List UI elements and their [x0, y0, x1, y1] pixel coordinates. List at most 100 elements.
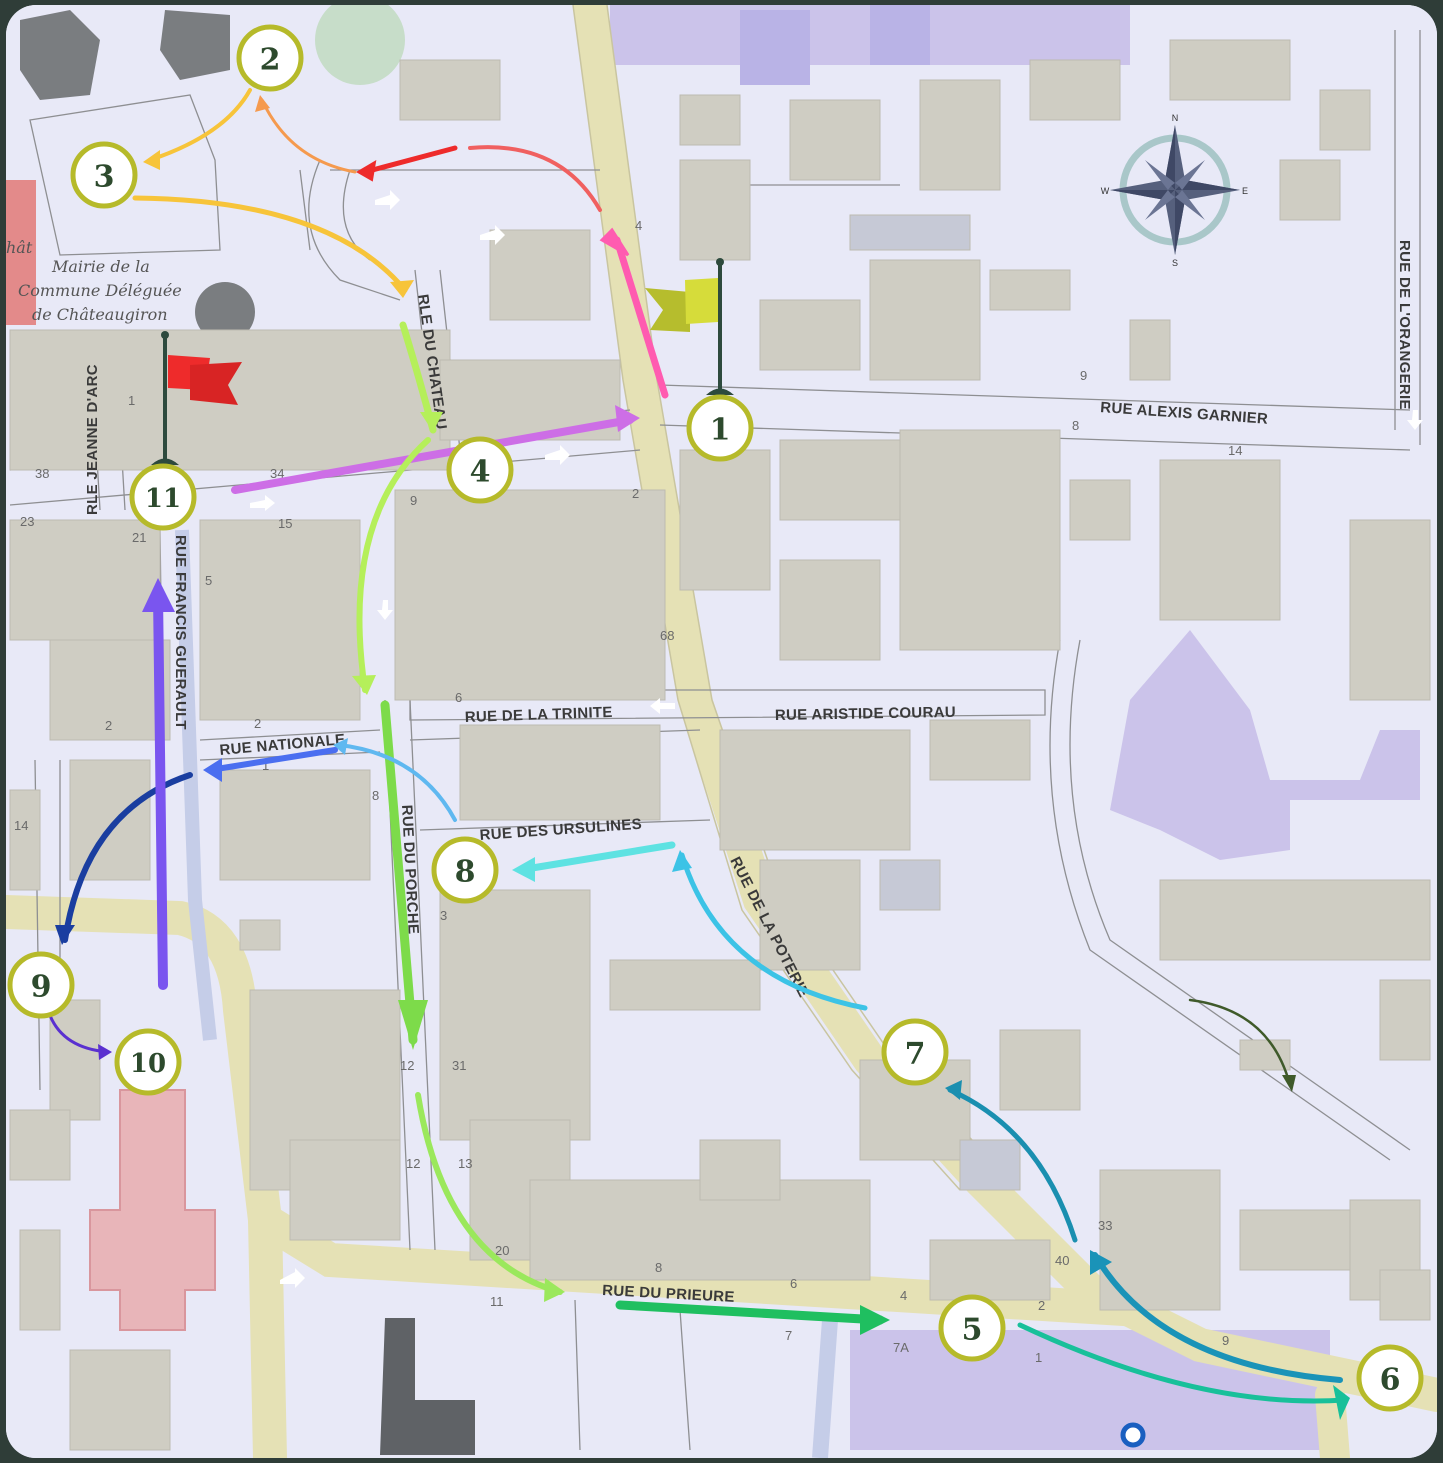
route-to-2	[260, 98, 357, 174]
route-8-to-nationale	[338, 743, 457, 822]
finish-flag-icon	[151, 331, 242, 465]
svg-text:Commune Déléguée: Commune Déléguée	[18, 281, 182, 300]
svg-text:20: 20	[495, 1243, 509, 1258]
route-4-to-nationale	[356, 437, 431, 693]
svg-text:11: 11	[490, 1294, 504, 1309]
marker-10[interactable]: 10	[114, 1028, 182, 1096]
svg-text:4: 4	[470, 455, 491, 490]
church	[89, 1089, 216, 1331]
svg-text:12: 12	[400, 1058, 414, 1073]
transit-stop-icon	[1120, 1422, 1146, 1448]
svg-text:68: 68	[660, 628, 674, 643]
route-to-prieure	[415, 1092, 563, 1295]
svg-text:W: W	[1101, 186, 1110, 196]
svg-text:11: 11	[145, 484, 181, 514]
route-2-to-3	[148, 88, 252, 162]
svg-text:12: 12	[406, 1156, 420, 1171]
marker-5[interactable]: 5	[938, 1294, 1006, 1362]
svg-text:E: E	[1242, 186, 1248, 196]
svg-text:1: 1	[262, 758, 269, 773]
street-rue-de-l-orangerie: RUE DE L'ORANGERIE	[1396, 240, 1413, 410]
street-rue-de-la-trinite: RUE DE LA TRINITE	[465, 704, 613, 726]
street-rle-jeanne-d-arc: RLE JEANNE D'ARC	[84, 364, 101, 515]
route-7-to-ursulines	[679, 852, 868, 1011]
svg-text:6: 6	[1380, 1363, 1401, 1398]
svg-text:9: 9	[31, 970, 52, 1005]
one-way-arrows	[250, 190, 1423, 1288]
svg-text:6: 6	[455, 690, 462, 705]
svg-text:9: 9	[1222, 1333, 1229, 1348]
svg-text:6: 6	[790, 1276, 797, 1291]
compass-rose-icon: N S E W	[1101, 113, 1248, 268]
marker-9[interactable]: 9	[7, 951, 75, 1019]
svg-text:4: 4	[900, 1288, 907, 1303]
marker-3[interactable]: 3	[70, 141, 138, 209]
svg-text:2: 2	[254, 716, 261, 731]
start-flag-icon	[645, 258, 734, 395]
svg-text:14: 14	[1228, 443, 1242, 458]
route-detour	[1188, 998, 1292, 1087]
svg-text:34: 34	[270, 466, 284, 481]
svg-text:2: 2	[105, 718, 112, 733]
marker-2[interactable]: 2	[236, 24, 304, 92]
svg-text:3: 3	[440, 908, 447, 923]
marker-4[interactable]: 4	[446, 436, 514, 504]
svg-text:de Châteaugiron: de Châteaugiron	[32, 305, 168, 324]
canal	[175, 529, 217, 1041]
svg-text:2: 2	[1038, 1298, 1045, 1313]
route-pink-to-red	[468, 145, 602, 212]
street-rue-aristide-courau: RUE ARISTIDE COURAU	[775, 704, 956, 724]
route-red	[362, 145, 458, 175]
svg-text:1: 1	[1035, 1350, 1042, 1365]
svg-text:40: 40	[1055, 1253, 1069, 1268]
svg-text:7A: 7A	[893, 1340, 909, 1355]
svg-text:21: 21	[132, 530, 146, 545]
marker-8[interactable]: 8	[431, 836, 499, 904]
marker-7[interactable]: 7	[881, 1018, 949, 1086]
route-markers[interactable]: 1 2 3 4 5 6 7 8 9 10 11	[7, 24, 1424, 1412]
svg-text:14: 14	[14, 818, 28, 833]
svg-text:4: 4	[635, 218, 642, 233]
svg-text:15: 15	[278, 516, 292, 531]
route-10-to-11	[153, 590, 168, 990]
route-nationale-west	[207, 747, 338, 773]
mairie-label: Mairie de la Commune Déléguée de Château…	[6, 238, 182, 324]
svg-text:23: 23	[20, 514, 34, 529]
park-green	[315, 5, 405, 85]
route-porche	[380, 700, 418, 1045]
town-map[interactable]: RUE ALEXIS GARNIER RUE DE L'ORANGERIE RL…	[6, 5, 1437, 1458]
route-1-to-start	[613, 236, 669, 399]
svg-text:7: 7	[785, 1328, 792, 1343]
street-rue-francis-guerault: RUE FRANCIS GUERAULT	[172, 535, 189, 730]
map-frame[interactable]: RUE ALEXIS GARNIER RUE DE L'ORANGERIE RL…	[6, 5, 1437, 1458]
marker-1[interactable]: 1	[686, 394, 754, 462]
svg-text:hât: hât	[6, 238, 33, 257]
svg-text:1: 1	[710, 413, 731, 448]
route-to-8	[516, 841, 676, 874]
svg-text:2: 2	[260, 43, 281, 78]
route-11-to-1	[231, 416, 634, 494]
route-6-to-roundabout	[1092, 1252, 1343, 1383]
svg-text:9: 9	[410, 493, 417, 508]
svg-text:S: S	[1172, 258, 1178, 268]
route-3-to-4	[132, 195, 408, 293]
svg-text:13: 13	[458, 1156, 472, 1171]
svg-text:5: 5	[962, 1313, 983, 1348]
marker-11[interactable]: 11	[129, 463, 197, 531]
chateau-building	[6, 180, 36, 325]
svg-text:8: 8	[1072, 418, 1079, 433]
route-5-to-6	[1017, 1322, 1348, 1404]
svg-text:7: 7	[905, 1037, 926, 1072]
house-numbers: 9 8 14 34 38 15 23 21 1 1 2 2 2 5 6 6 8 …	[14, 218, 1242, 1365]
svg-text:5: 5	[205, 573, 212, 588]
castle-buildings	[20, 10, 475, 1455]
svg-text:8: 8	[455, 855, 476, 890]
svg-text:Mairie de la: Mairie de la	[51, 257, 150, 276]
svg-text:38: 38	[35, 466, 49, 481]
svg-text:2: 2	[632, 486, 639, 501]
canal-south	[812, 1319, 838, 1458]
svg-text:1: 1	[128, 393, 135, 408]
marker-6[interactable]: 6	[1356, 1344, 1424, 1412]
svg-text:31: 31	[452, 1058, 466, 1073]
svg-text:9: 9	[1080, 368, 1087, 383]
